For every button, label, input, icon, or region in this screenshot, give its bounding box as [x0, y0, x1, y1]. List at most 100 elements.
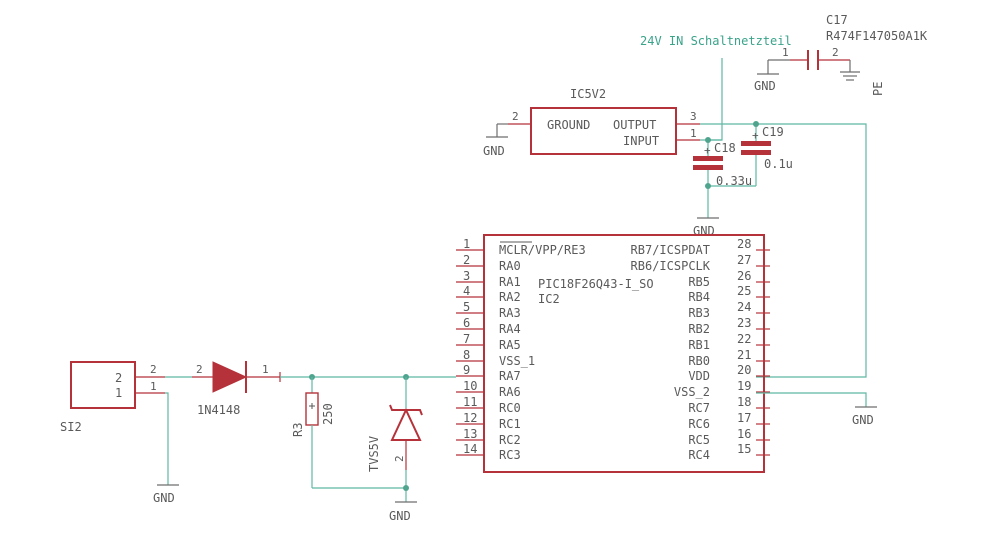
bottom-gnd-label: GND [389, 509, 411, 523]
gnd-symbol-c17: GND [754, 59, 790, 93]
mcu-pin-label: RC5 [688, 433, 710, 447]
gnd-symbol-si2: GND [153, 484, 179, 505]
diode-name: 1N4148 [197, 403, 240, 417]
mcu-ref: IC2 [538, 292, 560, 306]
mcu-pin-label: RB0 [688, 354, 710, 368]
c17-name: C17 [826, 13, 848, 27]
regulator-pin-ground-num: 2 [512, 110, 519, 123]
mcu-pin-label: RA2 [499, 290, 521, 304]
regulator-pin-output-num: 3 [690, 110, 697, 123]
mcu-pin-label: RC1 [499, 417, 521, 431]
mcu-pin-number: 7 [463, 332, 470, 346]
mcu-pin-label: RC0 [499, 401, 521, 415]
regulator-input-pin: INPUT [623, 134, 659, 148]
mcu-pin-number: 14 [463, 442, 477, 456]
c17-pin2: 2 [832, 46, 839, 59]
gnd-symbol-vss2: GND [852, 406, 877, 427]
si2-inner-pin1: 1 [115, 386, 122, 400]
c17-gnd-label: GND [754, 79, 776, 93]
tvs-name: TVS5V [367, 436, 381, 472]
mcu-pin-number: 26 [737, 269, 751, 283]
mcu-pin-number: 10 [463, 379, 477, 393]
diode-1n4148: 2 1 1N4148 [192, 361, 281, 417]
c19-name: C19 [762, 125, 784, 139]
mcu-pin-label: RA0 [499, 259, 521, 273]
mcu-pin-label: RB2 [688, 322, 710, 336]
regulator-ic5v2: IC5V2 GROUND OUTPUT INPUT 2 3 1 [508, 87, 700, 155]
si2-pin1-num: 1 [150, 380, 157, 393]
mcu-pin-number: 3 [463, 269, 470, 283]
mcu-pin-number: 11 [463, 395, 477, 409]
mcu-pin-label: RB7/ICSPDAT [631, 243, 710, 257]
mcu-pin-number: 21 [737, 348, 751, 362]
mcu-pin-label: RA7 [499, 369, 521, 383]
capacitor-c17: 1 2 C17 R474F147050A1K [782, 13, 928, 70]
mcu-pin-label: RB3 [688, 306, 710, 320]
mcu-pin-label: MCLR/VPP/RE3 [499, 243, 586, 257]
si2-name: SI2 [60, 420, 82, 434]
mcu-right-pins: 28RB7/ICSPDAT27RB6/ICSPCLK26RB525RB424RB… [631, 237, 770, 462]
mcu-pin-number: 9 [463, 363, 470, 377]
mcu-pin-number: 20 [737, 363, 751, 377]
mcu-pin-number: 18 [737, 395, 751, 409]
gnd-symbol-bottom: GND [389, 501, 417, 523]
diode-pin-anode: 2 [196, 363, 203, 376]
mcu-pin-number: 2 [463, 253, 470, 267]
mcu-pin-label: RC3 [499, 448, 521, 462]
mcu-pin-label: RC7 [688, 401, 710, 415]
mcu-ic2: PIC18F26Q43-I_SO IC2 [483, 234, 765, 473]
regulator-ground-pin: GROUND [547, 118, 590, 132]
mcu-pin-label: RB5 [688, 275, 710, 289]
mcu-pin-number: 13 [463, 427, 477, 441]
r3-name: R3 [291, 423, 305, 437]
mcu-pin-number: 15 [737, 442, 751, 456]
connector-si2: 2 1 2 1 SI2 [60, 361, 165, 434]
mcu-pin-number: 25 [737, 284, 751, 298]
c17-pin1: 1 [782, 46, 789, 59]
tvs-diode: 2 TVS5V [367, 377, 423, 502]
mcu-pin-label: RA4 [499, 322, 521, 336]
mcu-pin-number: 6 [463, 316, 470, 330]
vss2-gnd-label: GND [852, 413, 874, 427]
pe-symbol: PE [840, 60, 885, 96]
mcu-pin-number: 16 [737, 427, 751, 441]
wire-vss2 [756, 392, 867, 407]
mcu-pin-label: RA1 [499, 275, 521, 289]
junction-c18-top [705, 137, 711, 143]
junction-caps-bottom [705, 183, 711, 189]
capacitor-c18: + C18 0.33u [693, 140, 752, 218]
mcu-pin-number: 24 [737, 300, 751, 314]
c18-name: C18 [714, 141, 736, 155]
mcu-pin-number: 28 [737, 237, 751, 251]
capacitor-c19: + C19 0.1u [708, 124, 793, 187]
mcu-pin-number: 27 [737, 253, 751, 267]
mcu-pin-number: 4 [463, 284, 470, 298]
mcu-pin-number: 19 [737, 379, 751, 393]
pe-label: PE [871, 82, 885, 96]
c17-value: R474F147050A1K [826, 29, 928, 43]
regulator-pin-input-num: 1 [690, 127, 697, 140]
junction-c19-top [753, 121, 759, 127]
mcu-part: PIC18F26Q43-I_SO [538, 277, 654, 291]
regulator-gnd-label: GND [483, 144, 505, 158]
mcu-pin-number: 17 [737, 411, 751, 425]
mcu-pin-label: VSS_1 [499, 354, 535, 368]
si2-inner-pin2: 2 [115, 371, 122, 385]
mcu-pin-label: RC6 [688, 417, 710, 431]
wire-si2-gnd [165, 392, 169, 485]
si2-gnd-label: GND [153, 491, 175, 505]
regulator-name: IC5V2 [570, 87, 606, 101]
mcu-pin-label: VDD [688, 369, 710, 383]
junction-bottom-gnd [403, 485, 409, 491]
mcu-pin-label: RB6/ICSPCLK [631, 259, 711, 273]
mcu-pin-label: RA5 [499, 338, 521, 352]
mcu-pin-label: VSS_2 [674, 385, 710, 399]
mcu-pin-label: RA3 [499, 306, 521, 320]
regulator-output-pin: OUTPUT [613, 118, 656, 132]
mcu-pin-number: 22 [737, 332, 751, 346]
resistor-r3: R3 250 [291, 377, 335, 488]
si2-pin2-num: 2 [150, 363, 157, 376]
mcu-pin-number: 12 [463, 411, 477, 425]
